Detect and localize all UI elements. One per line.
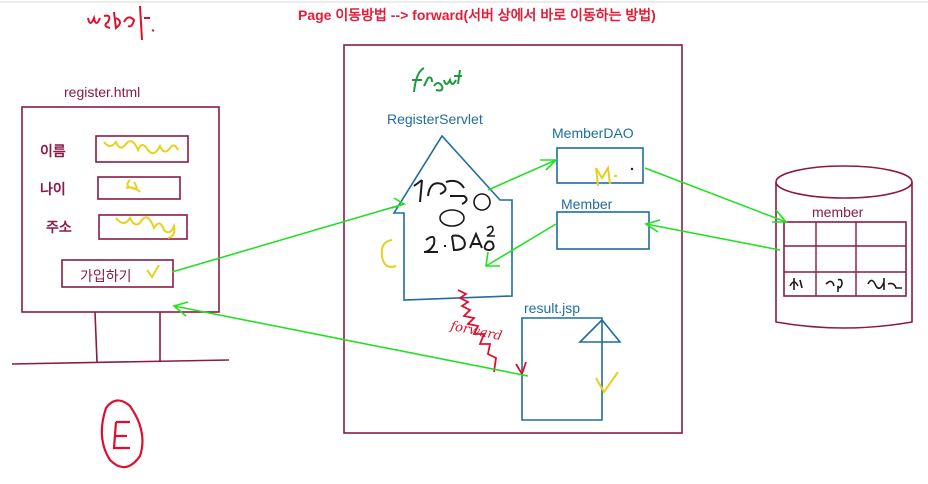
arrow-db-to-member [645,223,781,251]
arrowhead-submit [391,197,406,209]
cell-handwriting-3 [867,278,902,290]
red-circle-sketch [100,399,144,469]
address-input[interactable] [98,214,188,240]
db-table-name: member [812,204,864,220]
forward-arrowhead [515,361,527,377]
signup-button-label[interactable]: 가입하기 [80,268,132,284]
member-table [783,221,907,297]
result-jsp-box [521,317,603,421]
arrow-dao-to-db [644,167,787,223]
page-title: Page 이동방법 --> forward(서버 상에서 바로 이동하는 방법) [298,7,656,23]
arrow-result-to-page [173,305,529,377]
step1-handwriting [413,179,468,205]
arrowhead-dao [540,159,558,171]
web-handwriting [87,5,155,41]
member-vo-label: Member [561,196,613,212]
register-servlet-shape [392,134,513,301]
forward-squiggle [457,289,497,373]
arrow-member-to-servlet [485,223,557,267]
monitor-base [11,359,230,365]
servlet-label: RegisterServlet [387,111,483,127]
cell-handwriting-2 [825,278,843,292]
field-label-address: 주소 [46,219,72,235]
age-handwriting [125,179,141,193]
server-box [343,44,683,434]
age-input[interactable] [97,176,181,200]
register-page-box [21,106,220,313]
arrowhead-servlet [485,251,500,267]
step2-handwriting [423,231,495,253]
front-handwriting [412,67,462,93]
servlet-yellow-mark [380,239,397,268]
member-dao-label: MemberDAO [552,125,634,141]
db-cylinder-top [775,165,913,199]
arrow-servlet-to-dao [487,159,557,191]
signup-check-mark [146,264,160,279]
result-check-mark [595,371,619,394]
result-jsp-corner [578,318,622,343]
step3-circle [473,193,491,211]
name-handwriting [103,139,179,155]
dao-yellow-mark [595,165,617,187]
step-small-2 [486,225,495,237]
dao-dot [630,167,634,171]
cell-handwriting-1 [789,278,803,290]
member-vo-box [556,211,650,250]
address-handwriting [115,215,176,239]
db-cylinder-body [775,182,913,329]
field-label-name: 이름 [40,143,66,159]
arrow-submit-to-servlet [171,203,405,273]
signup-button[interactable] [61,259,174,288]
field-label-age: 나이 [40,181,66,197]
register-filename: register.html [64,84,141,100]
flow-arrows [171,159,788,377]
vo-circle [439,209,465,227]
name-input[interactable] [95,135,189,163]
red-e-sketch [112,420,130,450]
result-jsp-label: result.jsp [524,300,581,316]
monitor-stand-left [94,311,98,363]
arrowhead-member [644,219,661,233]
arrowhead-page [172,301,189,317]
member-dao-box [556,147,644,184]
arrowhead-db [772,209,788,223]
